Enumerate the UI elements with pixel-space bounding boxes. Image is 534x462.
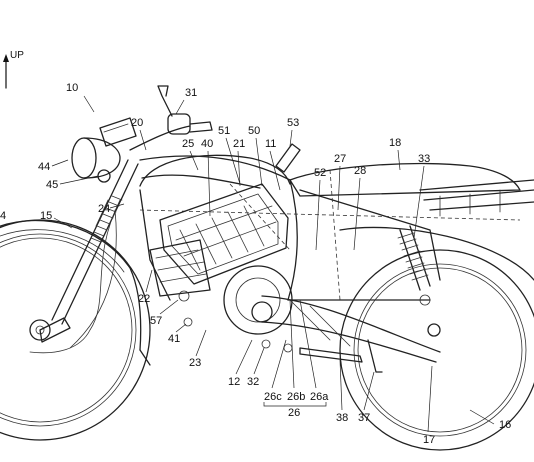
leader-line-26a xyxy=(299,299,317,389)
reference-numeral-40: 40 xyxy=(201,138,213,150)
leader-line-32 xyxy=(253,347,265,375)
reference-numeral-33: 33 xyxy=(418,153,430,165)
frame xyxy=(139,155,521,301)
reference-numeral-10: 10 xyxy=(66,82,78,94)
reference-numeral-22: 22 xyxy=(138,293,150,305)
leader-line-45 xyxy=(59,175,99,185)
reference-numeral-41: 41 xyxy=(168,333,180,345)
reference-numeral-53: 53 xyxy=(287,117,299,129)
reference-numeral-17: 17 xyxy=(423,434,435,446)
leader-line-24 xyxy=(109,203,125,209)
front-fork xyxy=(39,159,139,343)
reference-numeral-32: 32 xyxy=(247,376,259,388)
reference-numeral-25: 25 xyxy=(182,138,194,150)
leader-line-16 xyxy=(469,409,495,425)
leader-line-52 xyxy=(315,179,321,251)
reference-numeral-26: 26 xyxy=(288,407,300,419)
leader-line-18 xyxy=(397,149,401,171)
leader-line-27 xyxy=(337,165,341,211)
reference-numeral-44: 44 xyxy=(38,161,50,173)
reference-numeral-21: 21 xyxy=(233,138,245,150)
reference-numeral-27: 27 xyxy=(334,153,346,165)
reference-numeral-26a: 26a xyxy=(310,391,329,403)
handlebar xyxy=(129,85,213,151)
swing-arm xyxy=(261,295,441,363)
leader-line-44 xyxy=(51,159,69,167)
reference-numeral-31: 31 xyxy=(185,87,197,99)
leader-line-40 xyxy=(207,150,211,217)
reference-numeral-4: 4 xyxy=(0,210,6,222)
reference-numeral-50: 50 xyxy=(248,125,260,137)
rear-fender xyxy=(339,226,534,281)
bracket-26 xyxy=(263,402,327,407)
rear-wheel xyxy=(339,249,534,451)
reference-numeral-51: 51 xyxy=(218,125,230,137)
seat xyxy=(289,162,521,197)
reference-numeral-24: 24 xyxy=(98,203,110,215)
headlight xyxy=(71,137,121,183)
reference-numeral-37: 37 xyxy=(358,412,370,424)
leader-line-50 xyxy=(255,137,263,187)
rear-shock-absorber xyxy=(397,225,431,306)
reference-numeral-15: 15 xyxy=(40,210,52,222)
up-direction-indicator: UP xyxy=(3,50,24,89)
reference-numeral-20: 20 xyxy=(131,117,143,129)
leader-line-33 xyxy=(413,165,425,239)
leader-line-31 xyxy=(175,99,185,115)
leader-line-21 xyxy=(237,150,241,187)
leader-line-10 xyxy=(83,95,95,113)
fuel-tank xyxy=(139,154,291,187)
leader-line-22 xyxy=(145,269,153,293)
leader-line-15 xyxy=(53,217,73,229)
leader-line-26c xyxy=(271,339,287,389)
reference-numeral-57: 57 xyxy=(150,315,162,327)
reference-numeral-11: 11 xyxy=(265,138,276,150)
reference-numeral-18: 18 xyxy=(389,137,401,149)
leader-line-25 xyxy=(189,150,199,171)
up-label: UP xyxy=(10,50,24,61)
reference-numeral-52: 52 xyxy=(314,167,326,179)
leader-line-12 xyxy=(235,339,253,375)
leader-line-11 xyxy=(269,150,281,191)
reference-labels: 10 31 20 53 51 50 25 40 21 11 18 27 33 44 52 28 45 24 4 15 2… xyxy=(0,82,511,446)
reference-numeral-26b: 26b xyxy=(287,391,305,403)
leader-line-28 xyxy=(353,177,361,251)
reference-numeral-45: 45 xyxy=(46,179,58,191)
reference-numeral-23: 23 xyxy=(189,357,201,369)
leader-line-51 xyxy=(225,137,241,185)
front-fender xyxy=(0,219,151,366)
leader-line-41 xyxy=(175,323,187,333)
reference-numeral-38: 38 xyxy=(336,412,348,424)
charging-lid xyxy=(275,143,301,173)
front-hose xyxy=(69,209,117,349)
brake-cable xyxy=(29,199,121,354)
leader-line-53 xyxy=(289,129,293,147)
leader-line-17 xyxy=(427,365,433,433)
reference-numeral-28: 28 xyxy=(354,165,366,177)
leader-line-57 xyxy=(159,299,179,315)
reference-numeral-16: 16 xyxy=(499,419,511,431)
leader-line-20 xyxy=(139,129,147,151)
instrument-meter xyxy=(99,117,137,147)
side-stand xyxy=(261,339,383,373)
rear-carrier xyxy=(419,179,534,217)
reference-numeral-12: 12 xyxy=(228,376,240,388)
leader-line-38 xyxy=(339,359,343,411)
leader-line-23 xyxy=(195,329,207,357)
reference-numeral-26c: 26c xyxy=(264,391,282,403)
leader-line-26b xyxy=(289,299,295,389)
front-wheel xyxy=(0,219,151,441)
leader-line-37 xyxy=(363,371,375,411)
